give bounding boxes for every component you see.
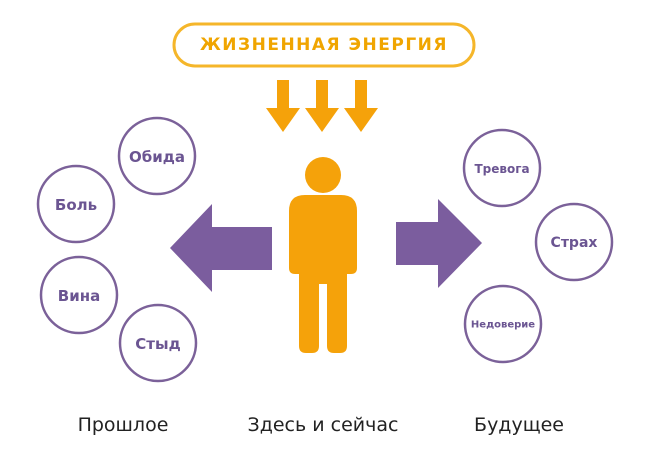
person-head xyxy=(305,157,341,193)
emotion-circle: Боль xyxy=(36,164,116,244)
emotion-circle: Стыд xyxy=(118,303,198,383)
energy-arrows xyxy=(266,80,378,132)
caption-future: Будущее xyxy=(474,414,564,436)
arrow-down-icon xyxy=(344,80,378,132)
emotion-label: Страх xyxy=(551,235,598,251)
emotion-circle: Обида xyxy=(117,116,197,196)
emotion-label: Недоверие xyxy=(471,320,535,331)
caption-past: Прошлое xyxy=(78,414,169,436)
arrow-down-icon xyxy=(266,80,300,132)
emotion-circle: Тревога xyxy=(462,128,542,208)
emotion-label: Вина xyxy=(58,287,100,305)
arrow-left-icon xyxy=(170,204,272,292)
emotion-label: Тревога xyxy=(474,162,529,176)
emotion-circle: Недоверие xyxy=(463,284,543,364)
person-icon xyxy=(289,157,357,353)
emotion-circle: Вина xyxy=(39,255,119,335)
person-body xyxy=(289,195,357,353)
emotion-label: Обида xyxy=(129,148,185,166)
banner-label: ЖИЗНЕННАЯ ЭНЕРГИЯ xyxy=(200,35,448,55)
emotion-circle: Страх xyxy=(534,202,614,282)
emotion-label: Стыд xyxy=(135,335,180,353)
arrow-down-icon xyxy=(305,80,339,132)
past-emotions: Обида Боль Вина Стыд xyxy=(36,116,198,383)
future-emotions: Тревога Страх Недоверие xyxy=(462,128,614,364)
arrow-right-icon xyxy=(396,199,482,288)
caption-present: Здесь и сейчас xyxy=(248,414,399,436)
life-energy-banner: ЖИЗНЕННАЯ ЭНЕРГИЯ xyxy=(172,22,476,68)
banner-outline xyxy=(172,22,476,68)
emotion-label: Боль xyxy=(55,196,97,214)
